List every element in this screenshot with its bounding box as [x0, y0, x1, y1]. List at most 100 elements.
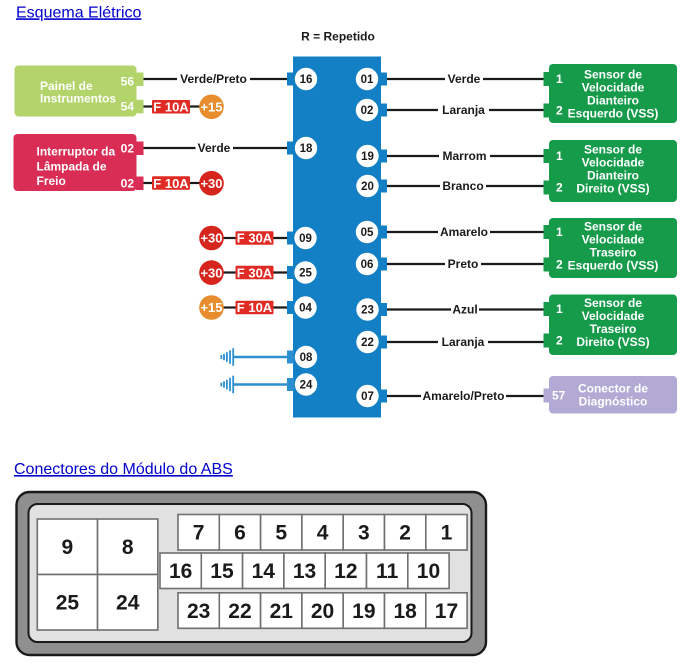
svg-text:Amarelo: Amarelo [440, 225, 488, 239]
svg-text:16: 16 [169, 560, 192, 583]
svg-text:8: 8 [122, 536, 134, 559]
svg-text:F 30A: F 30A [237, 265, 273, 280]
svg-text:6: 6 [234, 522, 246, 545]
svg-text:05: 05 [361, 227, 374, 239]
svg-text:Traseiro: Traseiro [590, 246, 637, 260]
svg-text:Direito (VSS): Direito (VSS) [576, 335, 649, 349]
svg-text:Velocidade: Velocidade [582, 233, 645, 247]
svg-text:01: 01 [361, 74, 374, 86]
svg-text:+30: +30 [200, 231, 222, 246]
svg-text:19: 19 [352, 600, 375, 623]
svg-text:+15: +15 [200, 300, 222, 315]
svg-text:1: 1 [556, 149, 563, 163]
svg-text:Lâmpada de: Lâmpada de [37, 160, 107, 174]
svg-text:F 10A: F 10A [237, 300, 273, 315]
svg-text:7: 7 [193, 522, 205, 545]
svg-text:13: 13 [293, 560, 316, 583]
svg-text:3: 3 [358, 522, 370, 545]
svg-text:R = Repetido: R = Repetido [301, 30, 375, 44]
svg-text:14: 14 [252, 560, 276, 583]
svg-text:22: 22 [361, 337, 374, 349]
svg-text:Esquema Elétrico: Esquema Elétrico [16, 4, 141, 21]
svg-text:Conector de: Conector de [578, 382, 648, 396]
svg-text:Velocidade: Velocidade [582, 81, 645, 95]
svg-text:2: 2 [556, 258, 563, 272]
svg-text:F 10A: F 10A [153, 100, 189, 115]
svg-text:23: 23 [361, 305, 374, 317]
svg-text:20: 20 [311, 600, 334, 623]
svg-text:02: 02 [121, 177, 135, 191]
svg-text:Amarelo/Preto: Amarelo/Preto [422, 389, 504, 403]
svg-text:Conectores do Módulo do ABS: Conectores do Módulo do ABS [14, 461, 233, 478]
svg-text:Sensor de: Sensor de [584, 143, 642, 157]
svg-text:4: 4 [317, 522, 329, 545]
svg-text:2: 2 [556, 181, 563, 195]
svg-text:Marrom: Marrom [442, 149, 486, 163]
svg-text:+15: +15 [200, 100, 222, 115]
svg-text:Freio: Freio [37, 174, 66, 188]
svg-text:Dianteiro: Dianteiro [587, 169, 639, 183]
svg-text:24: 24 [116, 592, 140, 615]
svg-text:08: 08 [300, 352, 313, 364]
svg-text:Verde/Preto: Verde/Preto [180, 72, 247, 86]
svg-text:Velocidade: Velocidade [582, 309, 645, 323]
svg-text:Sensor de: Sensor de [584, 296, 642, 310]
svg-text:F 10A: F 10A [153, 176, 189, 191]
svg-text:Instrumentos: Instrumentos [40, 92, 116, 106]
svg-text:2: 2 [556, 104, 563, 118]
svg-text:19: 19 [361, 151, 374, 163]
svg-text:Traseiro: Traseiro [590, 322, 637, 336]
svg-text:21: 21 [270, 600, 294, 623]
svg-text:15: 15 [210, 560, 234, 583]
svg-text:22: 22 [228, 600, 251, 623]
svg-text:Azul: Azul [452, 303, 477, 317]
svg-text:06: 06 [361, 259, 374, 271]
svg-text:02: 02 [121, 142, 135, 156]
svg-text:1: 1 [556, 302, 563, 316]
svg-text:09: 09 [299, 233, 312, 245]
svg-text:07: 07 [361, 391, 374, 403]
svg-text:1: 1 [441, 522, 453, 545]
svg-text:54: 54 [121, 100, 135, 114]
svg-text:Esquerdo (VSS): Esquerdo (VSS) [568, 107, 659, 121]
svg-text:18: 18 [300, 143, 313, 155]
svg-text:Laranja: Laranja [442, 103, 485, 117]
svg-text:12: 12 [334, 560, 357, 583]
svg-text:Sensor de: Sensor de [584, 68, 642, 82]
svg-text:Velocidade: Velocidade [582, 156, 645, 170]
svg-text:Sensor de: Sensor de [584, 220, 642, 234]
svg-text:25: 25 [299, 268, 312, 280]
svg-text:+30: +30 [200, 265, 222, 280]
svg-text:Interruptor da: Interruptor da [37, 145, 116, 159]
svg-text:1: 1 [556, 225, 563, 239]
svg-text:Branco: Branco [442, 179, 483, 193]
svg-text:1: 1 [556, 72, 563, 86]
svg-text:5: 5 [275, 522, 287, 545]
svg-text:Verde: Verde [198, 141, 231, 155]
svg-text:57: 57 [552, 389, 566, 403]
svg-text:18: 18 [393, 600, 417, 623]
svg-text:16: 16 [300, 74, 313, 86]
svg-text:F 30A: F 30A [237, 231, 273, 246]
svg-text:Direito (VSS): Direito (VSS) [576, 182, 649, 196]
svg-text:25: 25 [56, 592, 80, 615]
svg-text:+30: +30 [200, 176, 222, 191]
svg-text:02: 02 [361, 105, 374, 117]
svg-text:Laranja: Laranja [442, 335, 485, 349]
svg-text:2: 2 [556, 334, 563, 348]
svg-text:2: 2 [399, 522, 411, 545]
svg-text:Verde: Verde [448, 72, 481, 86]
svg-text:9: 9 [62, 536, 74, 559]
svg-text:Esquerdo (VSS): Esquerdo (VSS) [568, 259, 659, 273]
svg-text:Painel de: Painel de [40, 79, 93, 93]
svg-text:24: 24 [300, 380, 313, 392]
svg-text:17: 17 [435, 600, 458, 623]
svg-text:56: 56 [121, 75, 135, 89]
svg-text:Diagnóstico: Diagnóstico [579, 395, 648, 409]
svg-text:Dianteiro: Dianteiro [587, 94, 639, 108]
svg-text:23: 23 [187, 600, 210, 623]
svg-text:20: 20 [361, 181, 374, 193]
svg-text:Preto: Preto [448, 257, 479, 271]
svg-text:10: 10 [417, 560, 440, 583]
svg-text:04: 04 [299, 303, 312, 315]
